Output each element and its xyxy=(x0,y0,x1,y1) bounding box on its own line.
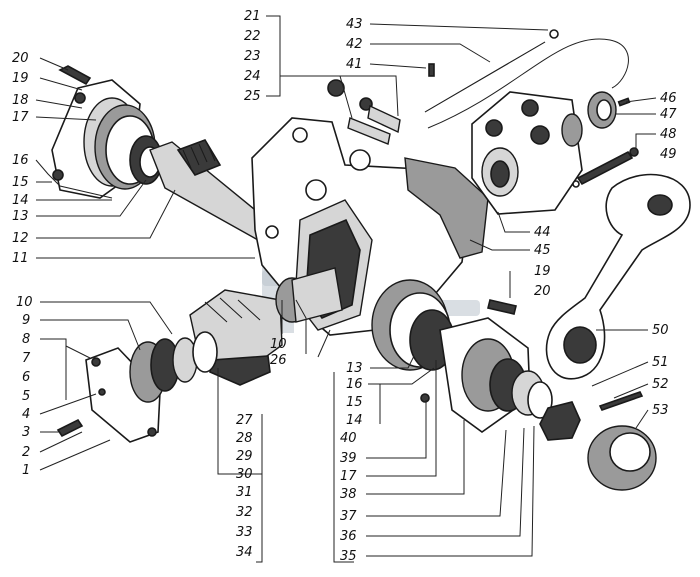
callout-19b: 19 xyxy=(534,264,551,279)
callout-46: 46 xyxy=(660,91,677,106)
callout-31: 31 xyxy=(236,485,253,500)
callout-51: 51 xyxy=(652,355,669,370)
callout-20b: 20 xyxy=(534,284,551,299)
callout-labels: 20 19 18 17 16 15 14 13 12 11 21 22 23 2… xyxy=(12,9,677,564)
callout-23: 23 xyxy=(244,49,261,64)
callout-19: 19 xyxy=(12,71,29,86)
callout-41: 41 xyxy=(346,57,363,72)
callout-22: 22 xyxy=(244,29,261,44)
callout-10: 10 xyxy=(16,295,33,310)
callout-33: 33 xyxy=(236,525,253,540)
leader-lines xyxy=(35,15,657,563)
small-pin-46 xyxy=(617,97,631,107)
callout-18: 18 xyxy=(12,93,29,108)
callout-13b: 13 xyxy=(346,361,363,376)
long-bolt xyxy=(572,147,639,188)
callout-6: 6 xyxy=(22,370,30,385)
callout-8: 8 xyxy=(22,332,30,347)
callout-45: 45 xyxy=(534,243,551,258)
callout-13: 13 xyxy=(12,209,29,224)
callout-32: 32 xyxy=(236,505,253,520)
bearing-housing xyxy=(94,104,163,190)
callout-1: 1 xyxy=(22,463,30,478)
callout-49: 49 xyxy=(660,147,677,162)
callout-15b: 15 xyxy=(346,395,363,410)
lower-bearing-cover xyxy=(371,279,581,441)
callout-11: 11 xyxy=(12,251,29,266)
cotter-pin xyxy=(598,391,644,411)
callout-15: 15 xyxy=(12,175,29,190)
nut-cap xyxy=(587,425,657,491)
callout-20: 20 xyxy=(12,51,29,66)
callout-26: 26 xyxy=(270,353,287,368)
callout-50: 50 xyxy=(652,323,669,338)
callout-21: 21 xyxy=(244,9,261,24)
bolt-19-20 xyxy=(487,299,517,315)
callout-28: 28 xyxy=(236,431,253,446)
callout-47: 47 xyxy=(660,107,677,122)
callout-9: 9 xyxy=(22,313,30,328)
callout-43: 43 xyxy=(346,17,363,32)
callout-38: 38 xyxy=(340,487,357,502)
callout-24: 24 xyxy=(244,69,261,84)
callout-30: 30 xyxy=(236,467,253,482)
callout-12: 12 xyxy=(12,231,29,246)
callout-53: 53 xyxy=(652,403,669,418)
callout-40: 40 xyxy=(340,431,357,446)
callout-7: 7 xyxy=(22,351,31,366)
control-valve-body xyxy=(471,91,583,215)
mounting-bolts xyxy=(327,63,435,145)
pitman-arm xyxy=(545,173,691,380)
callout-14b: 14 xyxy=(346,413,363,428)
callout-36: 36 xyxy=(340,529,357,544)
callout-16: 16 xyxy=(12,153,29,168)
callout-2: 2 xyxy=(22,445,30,460)
callout-27: 27 xyxy=(236,413,253,428)
left-cover-assembly xyxy=(56,331,218,443)
sector-shaft xyxy=(149,139,266,242)
bolt-20 xyxy=(58,65,92,86)
callout-25: 25 xyxy=(244,89,261,104)
callout-10b: 10 xyxy=(270,337,287,352)
callout-42: 42 xyxy=(346,37,363,52)
callout-29: 29 xyxy=(236,449,253,464)
callout-17b: 17 xyxy=(340,469,357,484)
callout-39: 39 xyxy=(340,451,357,466)
callout-14: 14 xyxy=(12,193,29,208)
callout-16b: 16 xyxy=(346,377,363,392)
callout-48: 48 xyxy=(660,127,677,142)
callout-5: 5 xyxy=(22,389,30,404)
callout-37: 37 xyxy=(340,509,357,524)
seal-ring xyxy=(587,91,617,129)
callout-35: 35 xyxy=(340,549,357,564)
callout-4: 4 xyxy=(22,407,30,422)
callout-17: 17 xyxy=(12,110,29,125)
callout-34: 34 xyxy=(236,545,253,560)
pressure-pipe xyxy=(424,29,629,129)
parts-drawing xyxy=(51,29,691,491)
callout-52: 52 xyxy=(652,377,669,392)
callout-3: 3 xyxy=(22,425,30,440)
callout-44: 44 xyxy=(534,225,551,240)
